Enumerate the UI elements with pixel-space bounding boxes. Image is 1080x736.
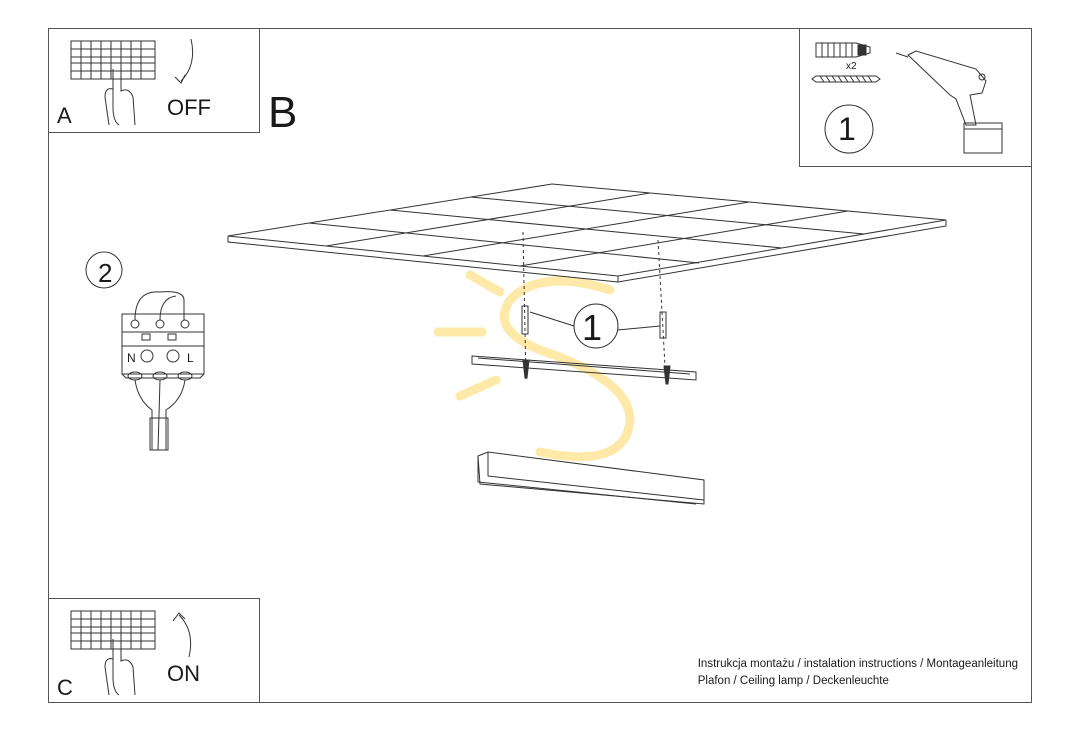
terminal-n-label: N — [127, 351, 136, 365]
wall-plug-icon — [815, 42, 871, 58]
mounting-step-number: 1 — [582, 307, 602, 348]
hand-icon — [104, 639, 136, 696]
drill-icon — [895, 50, 1003, 154]
right-screw-icon — [663, 365, 671, 385]
mounting-step-callout — [529, 303, 661, 349]
left-screw-icon — [522, 359, 530, 379]
power-off-label: OFF — [167, 95, 211, 120]
cable-wire-n — [134, 379, 153, 450]
hand-icon — [104, 69, 136, 126]
left-wall-plug-icon — [521, 305, 529, 335]
terminal-l-label: L — [187, 351, 194, 365]
tools-panel: x2 1 — [799, 28, 1032, 167]
breaker-on-illustration — [70, 610, 192, 696]
step-circle-icon — [824, 104, 874, 154]
footer-line-1: Instrukcja montażu / instalation instruc… — [697, 658, 1018, 670]
wire-loop-icon — [134, 291, 185, 321]
quantity-label: x2 — [846, 61, 857, 72]
power-on-label: ON — [167, 661, 200, 686]
ceiling-grid-icon — [227, 183, 947, 283]
breaker-off-illustration — [70, 38, 194, 126]
cable-wire-pe — [157, 379, 161, 451]
wiring-illustration: 2 N L — [85, 251, 205, 451]
screw-icon — [811, 75, 881, 83]
ceiling-lamp-icon — [477, 451, 705, 505]
panel-a-letter: A — [57, 103, 72, 128]
footer-line-2: Plafon / Ceiling lamp / Deckenleuchte — [697, 675, 889, 687]
footer-caption: Instrukcja montażu / instalation instruc… — [698, 656, 1018, 690]
tools-illustration — [811, 42, 1003, 154]
mounting-bracket-icon — [471, 355, 697, 381]
instruction-frame — [48, 28, 1032, 703]
tools-step-number: 1 — [838, 111, 856, 147]
panel-a-power-off: A OFF — [48, 28, 260, 133]
watermark-logo — [433, 270, 635, 462]
wiring-step-circle-icon — [85, 251, 123, 289]
panel-c-power-on: C ON — [48, 598, 260, 703]
right-wall-plug-icon — [659, 311, 667, 339]
cable-wire-l — [165, 379, 186, 450]
panel-c-letter: C — [57, 675, 73, 700]
arrow-up-curve-icon — [178, 614, 192, 658]
panel-b-letter: B — [268, 88, 298, 137]
cable-sheath-icon — [149, 417, 169, 451]
wiring-step-number: 2 — [98, 258, 112, 288]
